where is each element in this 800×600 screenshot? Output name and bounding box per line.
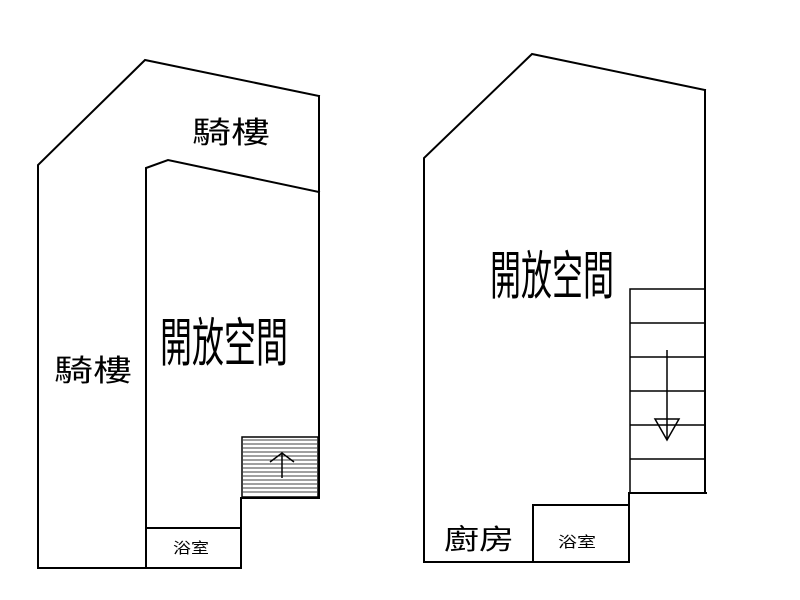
right-kitchen-label: 廚房 <box>444 523 514 556</box>
left-arcade-top-label: 騎樓 <box>192 116 270 151</box>
left-stair <box>241 436 319 498</box>
right-floor-plan: 開放空間 廚房 浴室 <box>423 52 707 563</box>
right-bathroom-label: 浴室 <box>558 533 596 551</box>
right-stair-notch <box>628 492 707 506</box>
right-stair-down-arrow-icon <box>653 418 681 442</box>
left-stair-up-arrow-icon <box>269 452 295 463</box>
left-open-space-label: 開放空間 <box>160 313 288 374</box>
left-arcade-side-label: 騎樓 <box>54 354 132 389</box>
right-stair <box>629 288 706 494</box>
left-outer-wall <box>37 58 321 569</box>
left-bathroom-label: 浴室 <box>173 539 209 557</box>
left-stair-notch <box>240 497 320 529</box>
right-open-space-label: 開放空間 <box>490 246 614 307</box>
right-bathroom-wall <box>532 504 630 563</box>
left-stair-treads <box>243 439 317 493</box>
left-stair-box <box>241 436 319 498</box>
left-inner-arcade-wall <box>145 158 321 569</box>
left-floor-plan: 騎樓 騎樓 開放空間 浴室 <box>37 58 321 569</box>
right-outer-wall <box>423 52 707 563</box>
